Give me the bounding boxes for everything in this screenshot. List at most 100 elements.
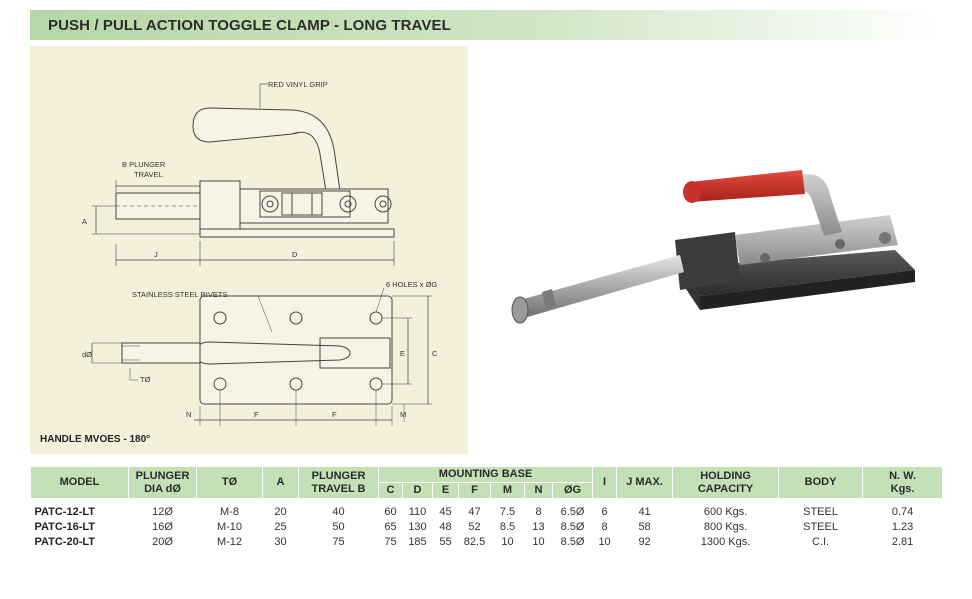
- side-link-detail: [259, 190, 351, 218]
- cell-weight: 0.74: [891, 506, 914, 518]
- cell-n: 10: [532, 536, 545, 548]
- page-title: PUSH / PULL ACTION TOGGLE CLAMP - LONG T…: [48, 16, 451, 34]
- th-d: D: [402, 482, 433, 499]
- label-f-2: F: [332, 410, 337, 419]
- cell-n: 8: [535, 506, 542, 518]
- photo-plunger-tip: [511, 296, 529, 324]
- cell-i: 10: [598, 536, 611, 548]
- cell-m: 10: [501, 536, 514, 548]
- top-hole-2: [289, 311, 303, 325]
- th-c: C: [378, 482, 403, 499]
- top-hole-1: [213, 311, 227, 325]
- cell-dia: 16Ø: [152, 521, 173, 533]
- photo-plunger-rod: [520, 255, 684, 318]
- cell-weight: 2.81: [891, 536, 914, 548]
- cell-i: 8: [601, 521, 608, 533]
- th-t: TØ: [196, 466, 263, 499]
- label-f-1: F: [254, 410, 259, 419]
- title-bar: PUSH / PULL ACTION TOGGLE CLAMP - LONG T…: [30, 10, 942, 40]
- top-linkage: [319, 337, 391, 369]
- cell-d: 110: [408, 506, 427, 518]
- cell-body: C.I.: [812, 536, 830, 548]
- photo-handle-arm: [795, 174, 842, 236]
- cell-d: 130: [408, 521, 427, 533]
- cell-g: 8.5Ø: [560, 536, 585, 548]
- label-dia: dØ: [82, 350, 92, 359]
- label-grip: RED VINYL GRIP: [268, 80, 328, 89]
- label-c: C: [432, 349, 438, 358]
- technical-drawing: RED VINYL GRIP B PLUNGER TRAVEL A J D ST…: [30, 46, 468, 454]
- cell-f: 52: [468, 521, 481, 533]
- th-f: F: [458, 482, 491, 499]
- cell-e: 45: [439, 506, 452, 518]
- cell-capacity: 1300 Kgs.: [700, 536, 751, 548]
- cell-t: M-12: [216, 536, 243, 548]
- cell-m: 7.5: [499, 506, 516, 518]
- th-i: I: [592, 466, 618, 499]
- cell-model: PATC-20-LT: [34, 536, 96, 548]
- cell-f: 47: [468, 506, 481, 518]
- side-grip-outline: [192, 107, 309, 143]
- side-body-block: [199, 180, 241, 230]
- cell-m: 8.5: [499, 521, 516, 533]
- cell-i: 6: [601, 506, 608, 518]
- label-a: A: [82, 217, 87, 226]
- label-d: D: [292, 250, 298, 259]
- cell-travel: 75: [332, 536, 345, 548]
- th-a: A: [262, 466, 299, 499]
- label-n: N: [186, 410, 191, 419]
- cell-g: 6.5Ø: [560, 506, 585, 518]
- label-holes: 6 HOLES x ØG: [386, 280, 437, 289]
- label-e: E: [400, 349, 405, 358]
- th-e: E: [432, 482, 459, 499]
- cell-travel: 50: [332, 521, 345, 533]
- drawing-svg: RED VINYL GRIP B PLUNGER TRAVEL A J D ST…: [82, 80, 438, 426]
- cell-weight: 1.23: [891, 521, 914, 533]
- th-model: MODEL: [30, 466, 129, 499]
- cell-e: 48: [439, 521, 452, 533]
- cell-e: 55: [439, 536, 452, 548]
- label-m: M: [400, 410, 406, 419]
- handle-note: HANDLE MVOES - 180°: [40, 434, 151, 445]
- label-j: J: [154, 250, 158, 259]
- cell-dia: 20Ø: [152, 536, 173, 548]
- photo-linkage: [735, 215, 898, 265]
- cell-d: 185: [408, 536, 427, 548]
- cell-t: M-10: [216, 521, 243, 533]
- cell-body: STEEL: [803, 521, 838, 533]
- label-t: TØ: [140, 375, 151, 384]
- th-weight: N. W.Kgs.: [862, 466, 944, 499]
- cell-c: 75: [384, 536, 397, 548]
- th-g: ØG: [551, 482, 594, 499]
- cell-c: 65: [384, 521, 397, 533]
- label-rivets: STAINLESS STEEL RIVETS: [132, 290, 227, 299]
- cell-model: PATC-16-LT: [34, 521, 96, 533]
- cell-body: STEEL: [803, 506, 838, 518]
- side-pivot-2: [339, 195, 357, 213]
- th-j-max: J MAX.: [616, 466, 674, 499]
- th-n: N: [524, 482, 553, 499]
- side-handle-arm: [291, 109, 341, 192]
- cell-a: 20: [274, 506, 287, 518]
- th-m: M: [490, 482, 525, 499]
- cell-c: 60: [384, 506, 397, 518]
- photo-base-plate: [680, 250, 915, 296]
- cell-a: 30: [274, 536, 287, 548]
- side-pivot-3: [374, 195, 392, 213]
- cell-j: 58: [638, 521, 651, 533]
- cell-capacity: 800 Kgs.: [703, 521, 748, 533]
- side-pivot-1: [261, 195, 279, 213]
- cell-j: 41: [638, 506, 651, 518]
- cell-capacity: 600 Kgs.: [703, 506, 748, 518]
- label-travel-2: TRAVEL: [134, 170, 163, 179]
- photo-body: [675, 232, 740, 290]
- cell-j: 92: [638, 536, 651, 548]
- th-body: BODY: [778, 466, 864, 499]
- label-travel-1: B PLUNGER: [122, 160, 166, 169]
